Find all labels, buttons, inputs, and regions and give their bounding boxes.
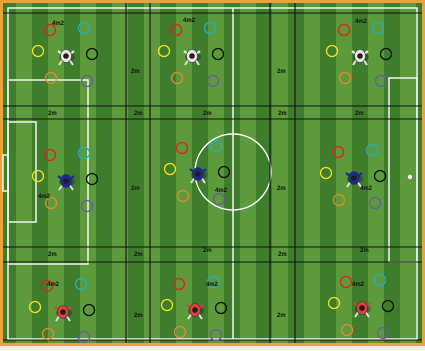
player-head (357, 53, 363, 59)
player-figure (58, 175, 75, 191)
area-label: 4m2 (355, 19, 368, 25)
gap-label: 2m (277, 186, 286, 192)
gap-label: 2m (203, 248, 212, 254)
area-label: 4m2 (52, 21, 65, 27)
area-label: 4m2 (38, 194, 51, 200)
player-head (60, 309, 66, 315)
gap-label: 2m (131, 69, 140, 75)
gap-label: 2m (203, 111, 212, 117)
area-label: 4m2 (352, 282, 365, 288)
gap-label: 2m (277, 313, 286, 319)
player-figure (58, 50, 75, 66)
player-head (195, 171, 201, 177)
area-label: 4m2 (360, 186, 373, 192)
player-head (63, 178, 69, 184)
gap-label: 2m (131, 186, 140, 192)
gap-label: 2m (278, 111, 287, 117)
player-figure (55, 306, 72, 322)
area-label: 4m2 (215, 188, 228, 194)
player-figure (190, 168, 207, 184)
player-head (351, 175, 357, 181)
area-label: 4m2 (206, 282, 219, 288)
gap-label: 2m (48, 252, 57, 258)
player-figure (354, 302, 371, 318)
area-label: 4m2 (183, 18, 196, 24)
player-figure (346, 172, 363, 188)
player-head (359, 305, 365, 311)
gap-label: 2m (134, 313, 143, 319)
player-head (63, 53, 69, 59)
right-penalty-spot (409, 176, 412, 179)
gap-label: 2m (134, 252, 143, 258)
gap-label: 2m (360, 248, 369, 254)
gap-label: 2m (278, 252, 287, 258)
gap-label: 2m (277, 69, 286, 75)
player-figure (352, 50, 369, 66)
area-label: 4m2 (47, 282, 60, 288)
player-figure (184, 50, 201, 66)
player-head (192, 307, 198, 313)
gap-label: 2m (134, 111, 143, 117)
gap-label: 2m (48, 111, 57, 117)
gap-label: 2m (355, 111, 364, 117)
player-head (189, 53, 195, 59)
player-figure (187, 304, 204, 320)
